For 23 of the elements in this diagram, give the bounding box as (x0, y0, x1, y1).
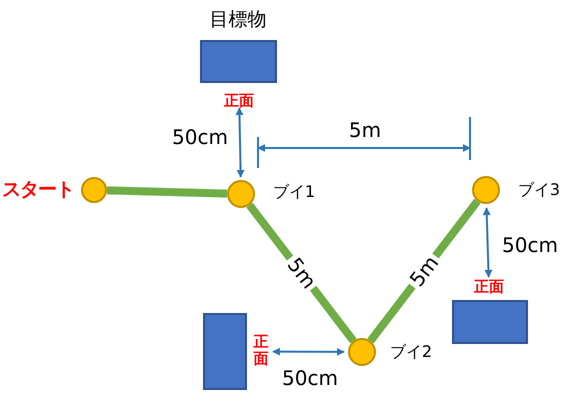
edge-label: 50cm (502, 235, 558, 255)
double-arrow (272, 348, 345, 356)
target-box (200, 40, 277, 83)
double-arrow (482, 207, 492, 278)
buoy-label: ブイ3 (518, 182, 560, 198)
edge-label: 50cm (282, 368, 338, 388)
double-arrow (236, 107, 245, 178)
buoy-circle (472, 176, 500, 204)
target-box (452, 300, 528, 344)
path-line (106, 186, 228, 198)
buoy-circle (227, 180, 255, 208)
buoy-circle (348, 338, 376, 366)
buoy-label: ブイ2 (390, 344, 432, 360)
front-label: 正面 (254, 334, 268, 366)
front-label: 正面 (474, 280, 504, 294)
front-label: 正面 (224, 94, 254, 108)
dimension-label: 5m (348, 120, 382, 140)
target-box (203, 313, 247, 390)
start-label: スタート (2, 180, 74, 200)
edge-label: 50cm (172, 127, 228, 147)
buoy-circle (81, 177, 107, 203)
object-heading: 目標物 (210, 10, 266, 30)
buoy-label: ブイ1 (272, 184, 316, 200)
